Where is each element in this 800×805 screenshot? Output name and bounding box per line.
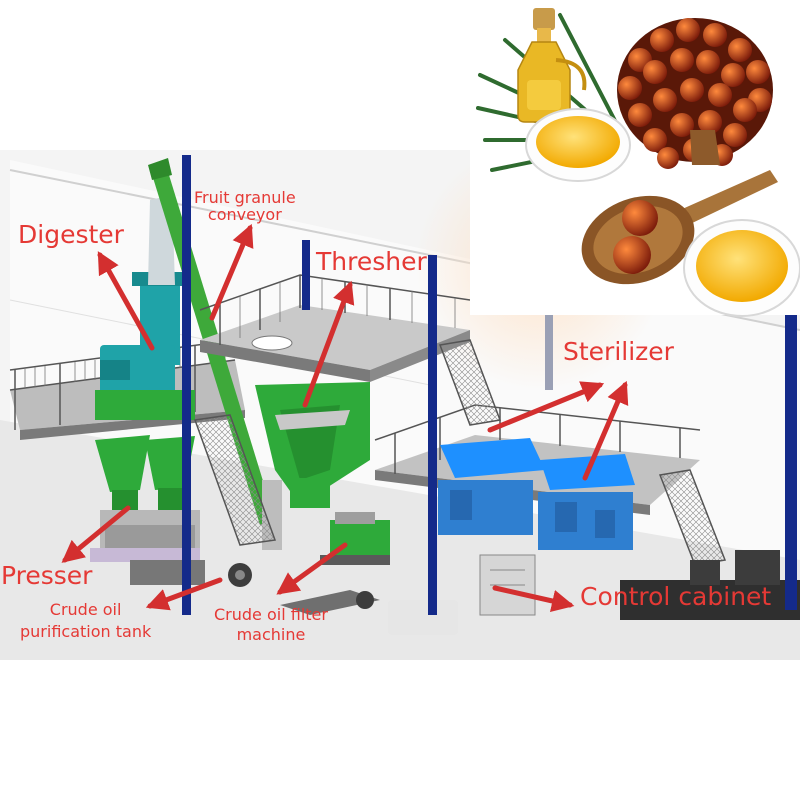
- right-stairs: [438, 339, 727, 566]
- oil-bowl-icon: [525, 108, 631, 182]
- wooden-spoon-icon: [581, 170, 778, 285]
- crude-oil-purification-tank-machine: [130, 560, 252, 587]
- thresher-arrow: [302, 280, 355, 408]
- crude-oil-filter-machine-arrow: [276, 542, 348, 595]
- crude-oil-purification-tank-label: Crude oil purification tank: [20, 600, 152, 641]
- fruit-granule-conveyor-label-line1: Fruit granule: [194, 188, 296, 207]
- crude-oil-purification-tank-label-line1: Crude oil: [49, 600, 122, 619]
- digester-machine: [95, 195, 195, 420]
- control-cabinet-machine: [479, 550, 800, 620]
- fruit-granule-conveyor-label-line2: conveyor: [207, 204, 282, 224]
- control-cabinet-label: Control cabinet: [580, 582, 772, 611]
- oil-bottle-icon: [517, 8, 587, 123]
- digester-label: Digester: [18, 220, 124, 249]
- sterilizer-label: Sterilizer: [563, 337, 674, 366]
- crude-oil-filter-machine-label: Crude oil filter machine: [214, 605, 328, 644]
- presser-arrow: [61, 505, 131, 563]
- digester-arrow: [97, 251, 155, 351]
- sterilizer-machine: [438, 480, 633, 550]
- crude-oil-purification-tank-arrow: [145, 577, 223, 611]
- crude-oil-filter-machine-label-line1: Crude oil filter: [214, 605, 328, 624]
- label-arrows: [61, 223, 629, 612]
- fruit-granule-conveyor-label: Fruit granule conveyor: [194, 188, 296, 224]
- thresher-machine: [255, 382, 370, 508]
- left-stairs: [193, 414, 277, 546]
- fruit-granule-conveyor-arrow: [209, 223, 254, 321]
- palm-oil-product-inset: [470, 0, 800, 317]
- crude-oil-filter-machine-label-line2: machine: [236, 624, 306, 644]
- crude-oil-purification-tank-label-line2: purification tank: [20, 621, 152, 641]
- oil-bowl-icon: [683, 219, 800, 317]
- sterilizer-arrow-2: [582, 380, 629, 481]
- presser-label: Presser: [1, 561, 93, 590]
- middle-platform: [199, 274, 471, 382]
- palm-fruit-bunch-icon: [617, 18, 773, 169]
- thresher-label: Thresher: [316, 247, 427, 276]
- crude-oil-filter-machine-unit: [280, 512, 390, 615]
- control-cabinet-arrow: [492, 585, 575, 612]
- sterilizer-arrow-1: [487, 381, 605, 433]
